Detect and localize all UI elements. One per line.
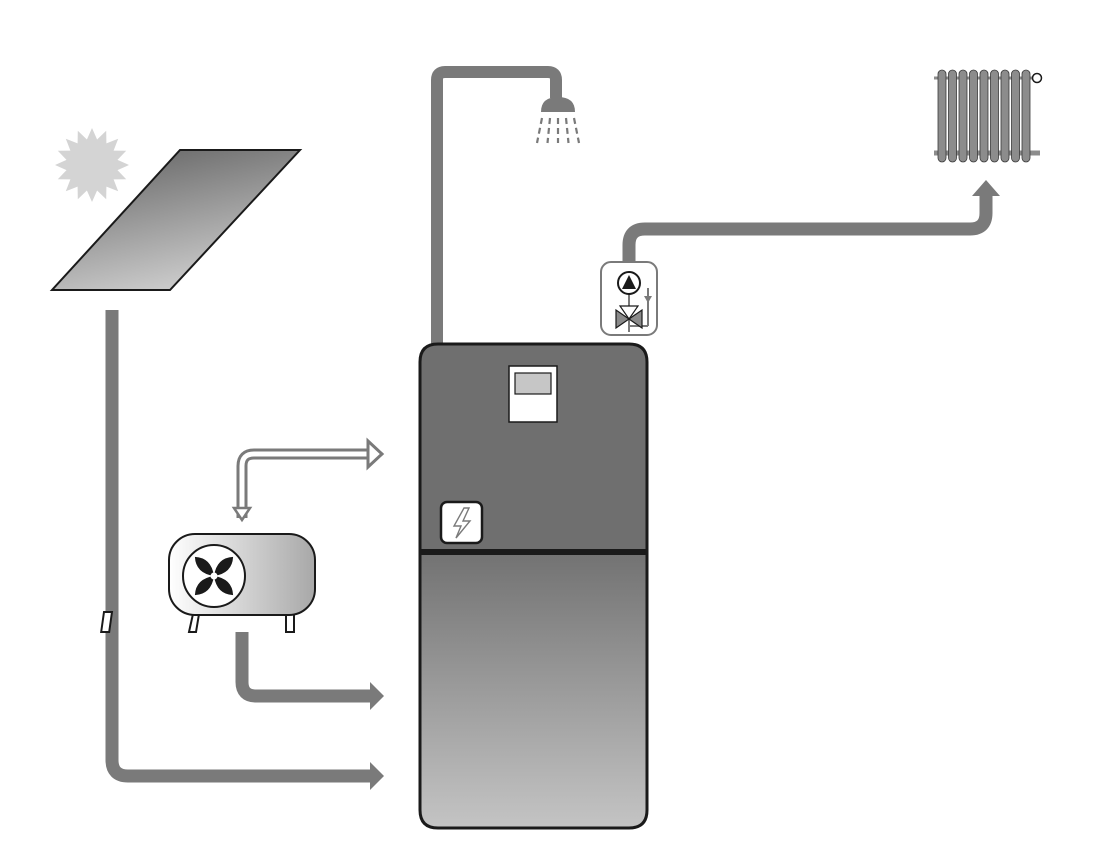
controller-display-icon	[508, 365, 558, 423]
heating-circuit-pipe	[622, 196, 993, 262]
radiator-fin	[1000, 69, 1010, 163]
solar-panel-icon	[49, 149, 303, 291]
radiator-fin	[958, 69, 968, 163]
pipes	[105, 66, 1000, 790]
shower-icon	[535, 97, 581, 144]
radiator-fin	[948, 69, 957, 163]
storage-tank	[418, 342, 649, 830]
hot-water-pipe	[431, 66, 562, 348]
heat-pump-outline-pipe	[231, 437, 385, 523]
water-drop	[535, 117, 544, 144]
solar-supply-pipe	[105, 310, 370, 783]
heat-pump-supply-pipe	[235, 632, 370, 703]
radiator-fin	[1011, 69, 1020, 163]
pump-valve-icon	[600, 261, 658, 336]
radiator-fin	[990, 69, 999, 163]
heat-pump-supply-arrow	[370, 682, 384, 710]
heat-pump-unit	[100, 533, 316, 633]
radiator-fin	[979, 69, 989, 163]
radiator-fin	[969, 69, 978, 163]
radiator-fin	[1021, 69, 1031, 163]
water-drop	[572, 117, 581, 144]
water-drop	[564, 117, 570, 144]
radiator-fin	[937, 69, 947, 163]
water-drop	[546, 117, 552, 144]
heating-circuit-arrow	[972, 180, 1000, 196]
lightning-icon	[439, 500, 484, 545]
solar-supply-arrow	[370, 762, 384, 790]
fan-icon	[182, 544, 246, 608]
sun-icon	[55, 128, 129, 202]
radiator-icon	[934, 69, 1043, 163]
